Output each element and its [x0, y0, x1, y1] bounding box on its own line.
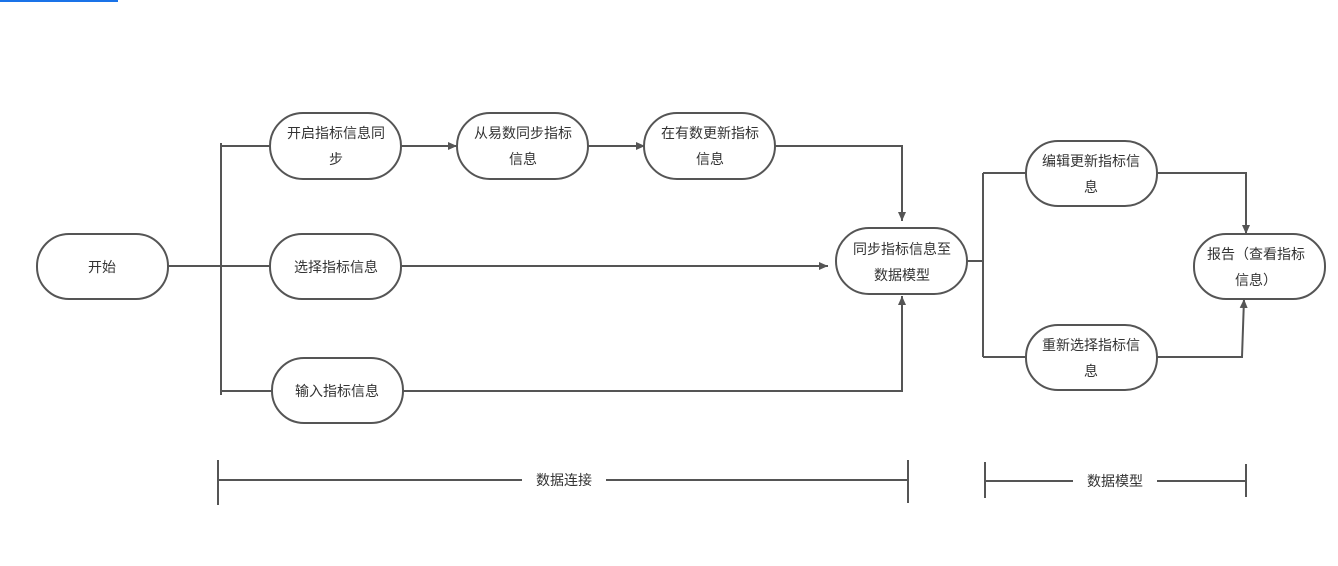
phase-data-connection-label: 数据连接 [536, 472, 592, 489]
edge-input-to-sync-to-model [402, 296, 906, 392]
node-sync-from-yishu[interactable]: 从易数同步指标 信息 [456, 112, 589, 180]
node-edit-update[interactable]: 编辑更新指标信 息 [1025, 140, 1158, 207]
node-open-sync-label-line2: 步 [329, 152, 343, 168]
phase-data-model: 数据模型 [984, 462, 1247, 498]
node-edit-update-label-line1: 编辑更新指标信 [1042, 154, 1140, 170]
edge-edit-update-to-report [1156, 172, 1250, 234]
node-reselect-label-line2: 息 [1084, 363, 1098, 380]
node-report-label-line2: 信息） [1235, 272, 1277, 289]
node-sync-to-model[interactable]: 同步指标信息至 数据模型 [835, 227, 968, 295]
node-start-label: 开始 [88, 260, 116, 276]
node-reselect-label-line1: 重新选择指标信 [1042, 338, 1140, 354]
node-input-metric-label: 输入指标信息 [295, 383, 379, 400]
node-reselect[interactable]: 重新选择指标信 息 [1025, 324, 1158, 391]
node-report-label-line1: 报告（查看指标 [1207, 247, 1305, 263]
node-update-in-youshu-label-line2: 信息 [696, 151, 724, 168]
node-sync-from-yishu-label-line1: 从易数同步指标 [474, 126, 572, 142]
node-sync-from-yishu-label-line2: 信息 [509, 151, 537, 168]
phase-data-model-label: 数据模型 [1087, 474, 1143, 490]
node-open-sync[interactable]: 开启指标信息同 步 [269, 112, 402, 180]
node-open-sync-label-line1: 开启指标信息同 [287, 125, 385, 142]
top-link-underline[interactable] [0, 0, 118, 2]
node-select-metric[interactable]: 选择指标信息 [269, 233, 402, 300]
phase-data-connection: 数据连接 [217, 460, 909, 505]
edge-reselect-to-report [1156, 298, 1248, 358]
node-start[interactable]: 开始 [36, 233, 169, 300]
node-sync-to-model-label-line1: 同步指标信息至 [853, 241, 951, 258]
node-sync-to-model-label-line2: 数据模型 [874, 268, 930, 284]
node-report[interactable]: 报告（查看指标 信息） [1193, 233, 1326, 300]
node-select-metric-label: 选择指标信息 [294, 259, 378, 276]
edge-update-in-youshu-to-sync-to-model [775, 145, 906, 221]
node-update-in-youshu-label-line1: 在有数更新指标 [661, 126, 759, 142]
node-edit-update-label-line2: 息 [1084, 179, 1098, 196]
edges [168, 142, 1250, 395]
node-input-metric[interactable]: 输入指标信息 [271, 357, 404, 424]
node-update-in-youshu[interactable]: 在有数更新指标 信息 [643, 112, 776, 180]
